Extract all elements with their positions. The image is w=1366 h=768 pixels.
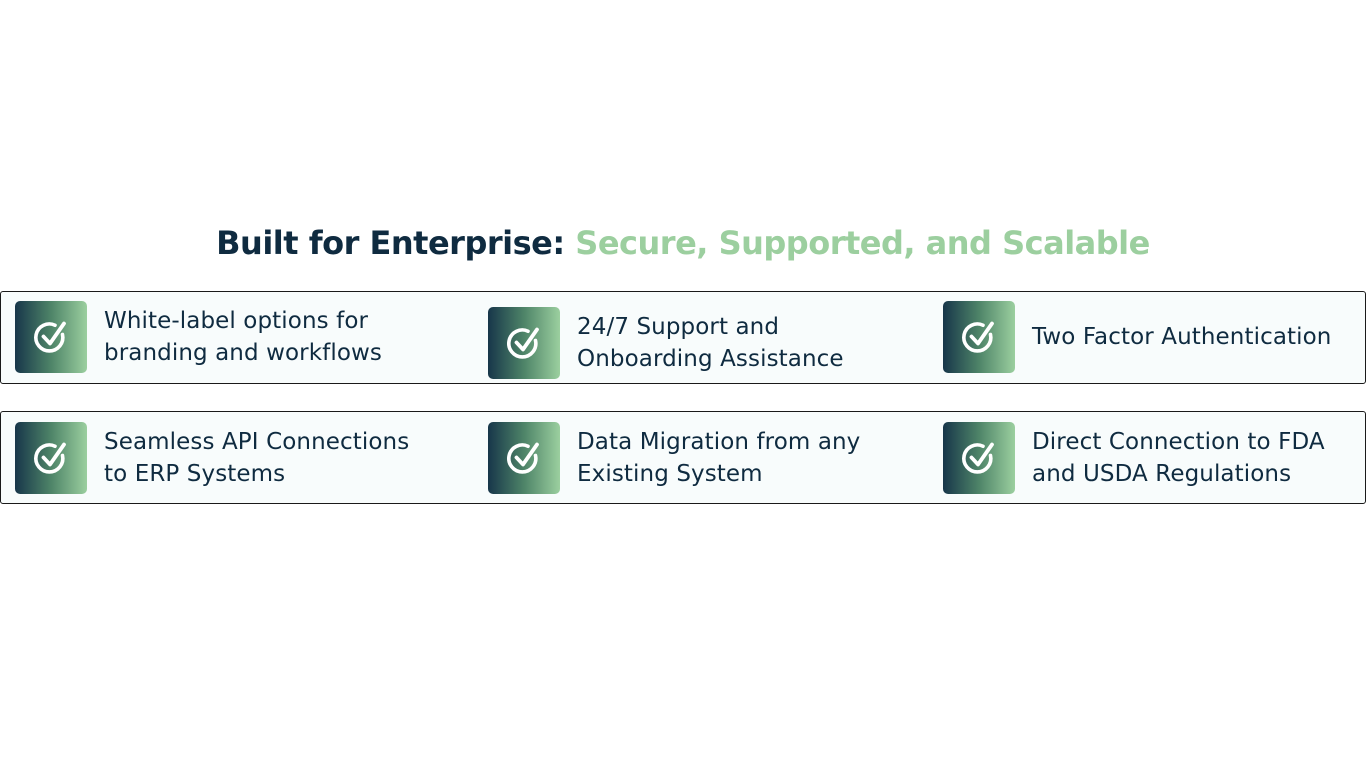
heading-accent: Secure, Supported, and Scalable xyxy=(575,224,1150,262)
feature-label-line: 24/7 Support and xyxy=(577,314,780,340)
feature-label-line: Direct Connection to FDA xyxy=(1032,429,1325,455)
feature-item-api: Seamless API Connections to ERP Systems xyxy=(15,422,409,494)
feature-label-line: Data Migration from any xyxy=(577,429,861,455)
check-circle-icon xyxy=(943,422,1015,494)
feature-item-regulations: Direct Connection to FDA and USDA Regula… xyxy=(943,422,1325,494)
feature-row-2: Seamless API Connections to ERP Systems … xyxy=(0,411,1366,504)
section-heading: Built for Enterprise: Secure, Supported,… xyxy=(0,220,1366,266)
feature-item-2fa: Two Factor Authentication xyxy=(943,301,1332,373)
feature-label-line: and USDA Regulations xyxy=(1032,461,1292,487)
feature-label: Two Factor Authentication xyxy=(1032,321,1332,353)
feature-label: Direct Connection to FDA and USDA Regula… xyxy=(1032,426,1325,490)
feature-label: 24/7 Support and Onboarding Assistance xyxy=(577,311,844,375)
feature-item-migration: Data Migration from any Existing System xyxy=(488,422,860,494)
check-circle-icon xyxy=(15,301,87,373)
feature-label-line: Existing System xyxy=(577,461,763,487)
feature-label: Seamless API Connections to ERP Systems xyxy=(104,426,409,490)
feature-label-line: White-label options for xyxy=(104,308,369,334)
feature-label: White-label options for branding and wor… xyxy=(104,305,382,369)
feature-row-1: White-label options for branding and wor… xyxy=(0,291,1366,384)
feature-label-line: Onboarding Assistance xyxy=(577,346,844,372)
feature-item-white-label: White-label options for branding and wor… xyxy=(15,301,382,373)
check-circle-icon xyxy=(15,422,87,494)
feature-label: Data Migration from any Existing System xyxy=(577,426,860,490)
heading-primary: Built for Enterprise: xyxy=(216,224,565,262)
feature-item-support: 24/7 Support and Onboarding Assistance xyxy=(488,307,844,379)
check-circle-icon xyxy=(488,307,560,379)
feature-label-line: branding and workflows xyxy=(104,340,382,366)
check-circle-icon xyxy=(943,301,1015,373)
check-circle-icon xyxy=(488,422,560,494)
feature-label-line: to ERP Systems xyxy=(104,461,286,487)
feature-label-line: Two Factor Authentication xyxy=(1032,324,1332,350)
feature-label-line: Seamless API Connections xyxy=(104,429,410,455)
